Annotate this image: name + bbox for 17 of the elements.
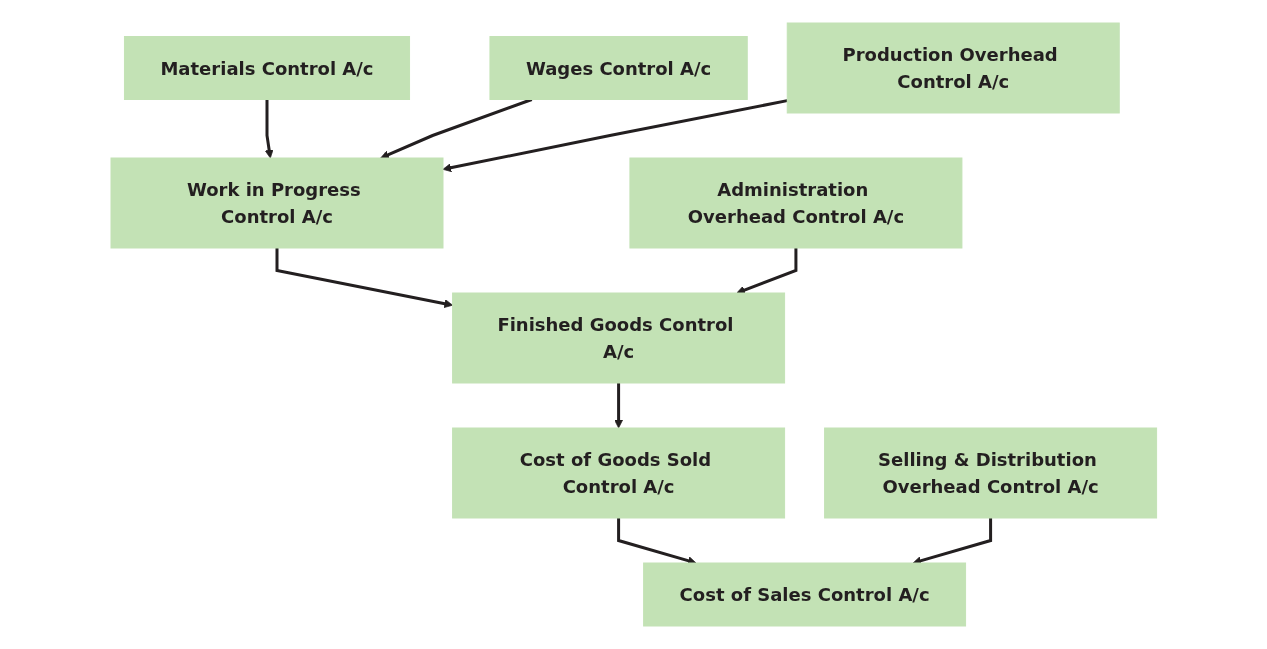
arrow [613, 383, 623, 429]
arrow [912, 518, 992, 565]
arrow [275, 248, 453, 308]
node-box: Administration Overhead Control A/c [629, 157, 963, 249]
arrow [264, 99, 274, 159]
node-box: Cost of Sales Control A/c [642, 562, 966, 627]
arrow [380, 98, 532, 159]
node-box: Work in Progress Control A/c [110, 157, 444, 249]
node-box: Selling & Distribution Overhead Control A/c [823, 427, 1157, 519]
node-box: Materials Control A/c [123, 36, 410, 100]
arrow [616, 518, 697, 565]
node-box: Production Overhead Control A/c [786, 22, 1120, 114]
arrow [736, 248, 798, 295]
node-box: Wages Control A/c [489, 36, 748, 100]
node-box: Finished Goods Control A/c [451, 292, 785, 384]
arrow [442, 99, 788, 173]
node-box: Cost of Goods Sold Control A/c [451, 427, 785, 519]
